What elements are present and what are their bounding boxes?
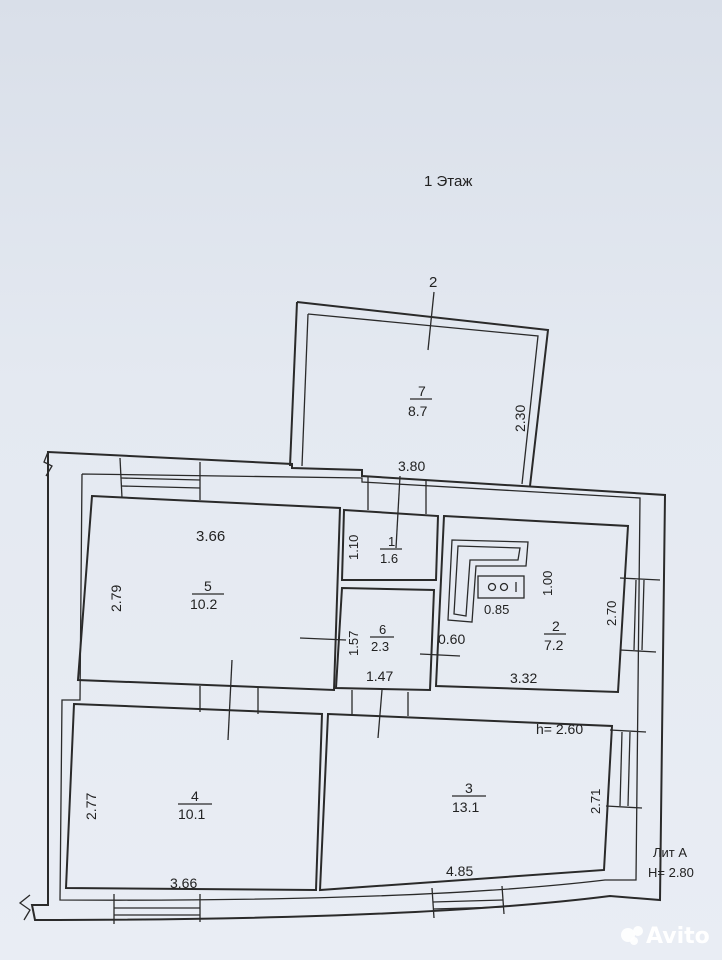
svg-text:7: 7 [418,383,426,399]
window-bottom-right [431,885,505,919]
svg-text:2: 2 [552,618,560,634]
dim-2-70: 2.70 [604,601,619,626]
dim-3-80: 3.80 [398,458,425,474]
svg-text:8.7: 8.7 [408,403,428,419]
dim-2-71: 2.71 [588,789,603,814]
dim-1-10: 1.10 [346,535,361,560]
svg-text:5: 5 [204,578,212,594]
svg-text:1: 1 [388,534,395,549]
partitions [64,475,630,892]
window-bottom-left [113,894,201,924]
svg-text:10.2: 10.2 [190,596,217,612]
outer-walls [18,450,667,922]
dim-0-60: 0.60 [438,631,465,647]
room-3-label: 3 13.1 [452,780,486,815]
doorway-partition-5-4 [199,686,259,714]
room-6-label: 6 2.3 [370,622,394,654]
svg-text:6: 6 [379,622,386,637]
svg-text:10.1: 10.1 [178,806,205,822]
dim-1-47: 1.47 [366,668,393,684]
window-top-left [119,457,201,500]
room-7-label: 7 8.7 [408,383,432,419]
avito-watermark: Avito [621,924,710,949]
svg-text:13.1: 13.1 [452,799,479,815]
svg-text:7.2: 7.2 [544,637,564,653]
dim-2-30: 2.30 [512,405,528,432]
room-1-label: 1 1.6 [380,534,402,566]
dim-1-00: 1.00 [540,571,555,596]
litera-name: Лит А [653,845,687,860]
dim-1-57: 1.57 [346,631,361,656]
svg-text:3: 3 [465,780,473,796]
annex-room-7 [289,291,550,487]
doorway-partition-6-3 [351,690,409,716]
room-4-label: 4 10.1 [178,788,212,822]
dim-3-66-top: 3.66 [196,528,225,545]
svg-text:1.6: 1.6 [380,551,398,566]
avito-wordmark: Avito [646,924,710,949]
window-right-1 [619,577,661,653]
dim-2-77: 2.77 [83,793,99,820]
window-right-2 [605,729,647,809]
section-marker: 2 [429,274,437,291]
room-2-label: 2 7.2 [544,618,566,653]
ceiling-height: h= 2.60 [536,721,583,737]
litera-height: H= 2.80 [648,865,694,880]
windows [113,457,661,924]
svg-text:4: 4 [191,788,199,804]
floor-label: 1 Этаж [424,173,472,190]
dim-3-66-bottom: 3.66 [170,875,197,891]
room-5-label: 5 10.2 [190,578,224,612]
svg-text:2.3: 2.3 [371,639,389,654]
dim-4-85: 4.85 [446,863,473,879]
dim-2-79: 2.79 [108,585,124,612]
dim-3-32: 3.32 [510,670,537,686]
dim-0-85: 0.85 [484,602,509,617]
window-annex-bottom [367,476,427,514]
